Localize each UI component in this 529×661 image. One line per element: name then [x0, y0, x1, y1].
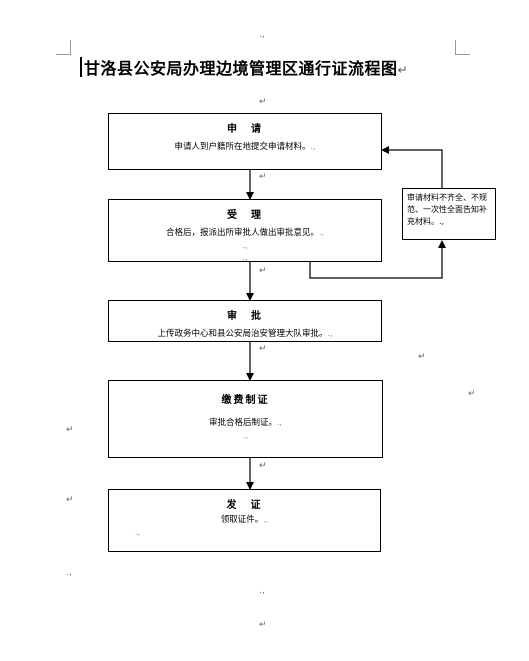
crop-mark-top-right: [455, 40, 470, 55]
paragraph-mark: ↵: [259, 266, 267, 276]
step-fee-box: 缴费制证 审批合格后制证。., .,: [108, 380, 383, 458]
step-apply-body: 申请人到户籍所在地提交申请材料。.,: [109, 140, 381, 152]
paragraph-mark: .,: [259, 30, 265, 40]
paragraph-mark: ↵: [259, 172, 267, 182]
paragraph-mark: ↵: [259, 344, 267, 354]
step-apply-box: 申 请 申请人到户籍所在地提交申请材料。.,: [108, 113, 382, 170]
step-accept-title: 受 理: [227, 210, 263, 221]
paragraph-mark: ↵: [418, 352, 426, 362]
step-issue-text: 领取证件。: [220, 515, 264, 525]
step-accept-body: 合格后，报派出所审批人做出审批意见。.,: [109, 226, 381, 238]
paragraph-mark: ↵: [66, 425, 74, 435]
crop-mark-top-left: [56, 40, 71, 55]
cell-mark: .,: [135, 528, 141, 537]
side-note-box: 审请材料不齐全、不规范、一次性全面告知补充材料。.,: [402, 188, 496, 240]
step-apply-text: 申请人到户籍所在地提交申请材料。: [174, 142, 311, 152]
paragraph-mark: .,: [66, 568, 72, 578]
paragraph-mark: ↵: [259, 97, 267, 107]
title-text: 甘洛县公安局办理边境管理区通行证流程图: [84, 59, 398, 78]
cell-mark: .,: [242, 253, 248, 262]
step-approve-text: 上传政务中心和县公安局治安管理大队审批。: [157, 329, 328, 339]
cell-mark: .,: [318, 228, 325, 237]
cell-mark: .,: [327, 329, 333, 338]
paragraph-mark: ↵: [259, 461, 267, 471]
step-fee-text: 审批合格后制证。: [208, 418, 277, 428]
paragraph-mark: ↵: [259, 620, 267, 630]
side-note-text: 审请材料不齐全、不规范、一次性全面告知补充材料。: [407, 193, 487, 226]
cell-mark: .,: [276, 418, 283, 427]
cell-mark: .,: [310, 142, 316, 151]
step-accept-box: 受 理 合格后，报派出所审批人做出审批意见。., ., .,: [108, 199, 382, 262]
step-approve-title: 审 批: [227, 311, 263, 322]
paragraph-mark: ↵: [468, 389, 476, 399]
paragraph-mark: ↵: [66, 495, 74, 505]
step-issue-body: 领取证件。.,: [109, 513, 380, 525]
step-issue-box: 发 证 领取证件。., .,: [108, 489, 381, 552]
paragraph-mark: ↵: [397, 63, 409, 77]
step-fee-body: 审批合格后制证。.,: [109, 416, 382, 428]
step-approve-body: 上传政务中心和县公安局治安管理大队审批。.,: [109, 327, 381, 339]
cell-mark: .,: [439, 217, 445, 226]
step-apply-title: 申 请: [227, 124, 263, 135]
cell-mark: .,: [242, 241, 248, 250]
arrow-accept-to-note: [309, 240, 446, 279]
step-issue-title: 发 证: [226, 500, 263, 511]
arrow-note-to-apply: [381, 146, 443, 188]
paragraph-mark: .,: [259, 586, 265, 596]
cell-mark: .,: [242, 431, 249, 440]
page-title: 甘洛县公安局办理边境管理区通行证流程图↵: [84, 55, 464, 79]
step-fee-title: 缴费制证: [221, 395, 270, 406]
text-cursor: [80, 57, 82, 77]
cell-mark: .,: [263, 515, 269, 524]
step-accept-text: 合格后，报派出所审批人做出审批意见。: [165, 228, 319, 238]
step-approve-box: 审 批 上传政务中心和县公安局治安管理大队审批。.,: [108, 300, 382, 342]
